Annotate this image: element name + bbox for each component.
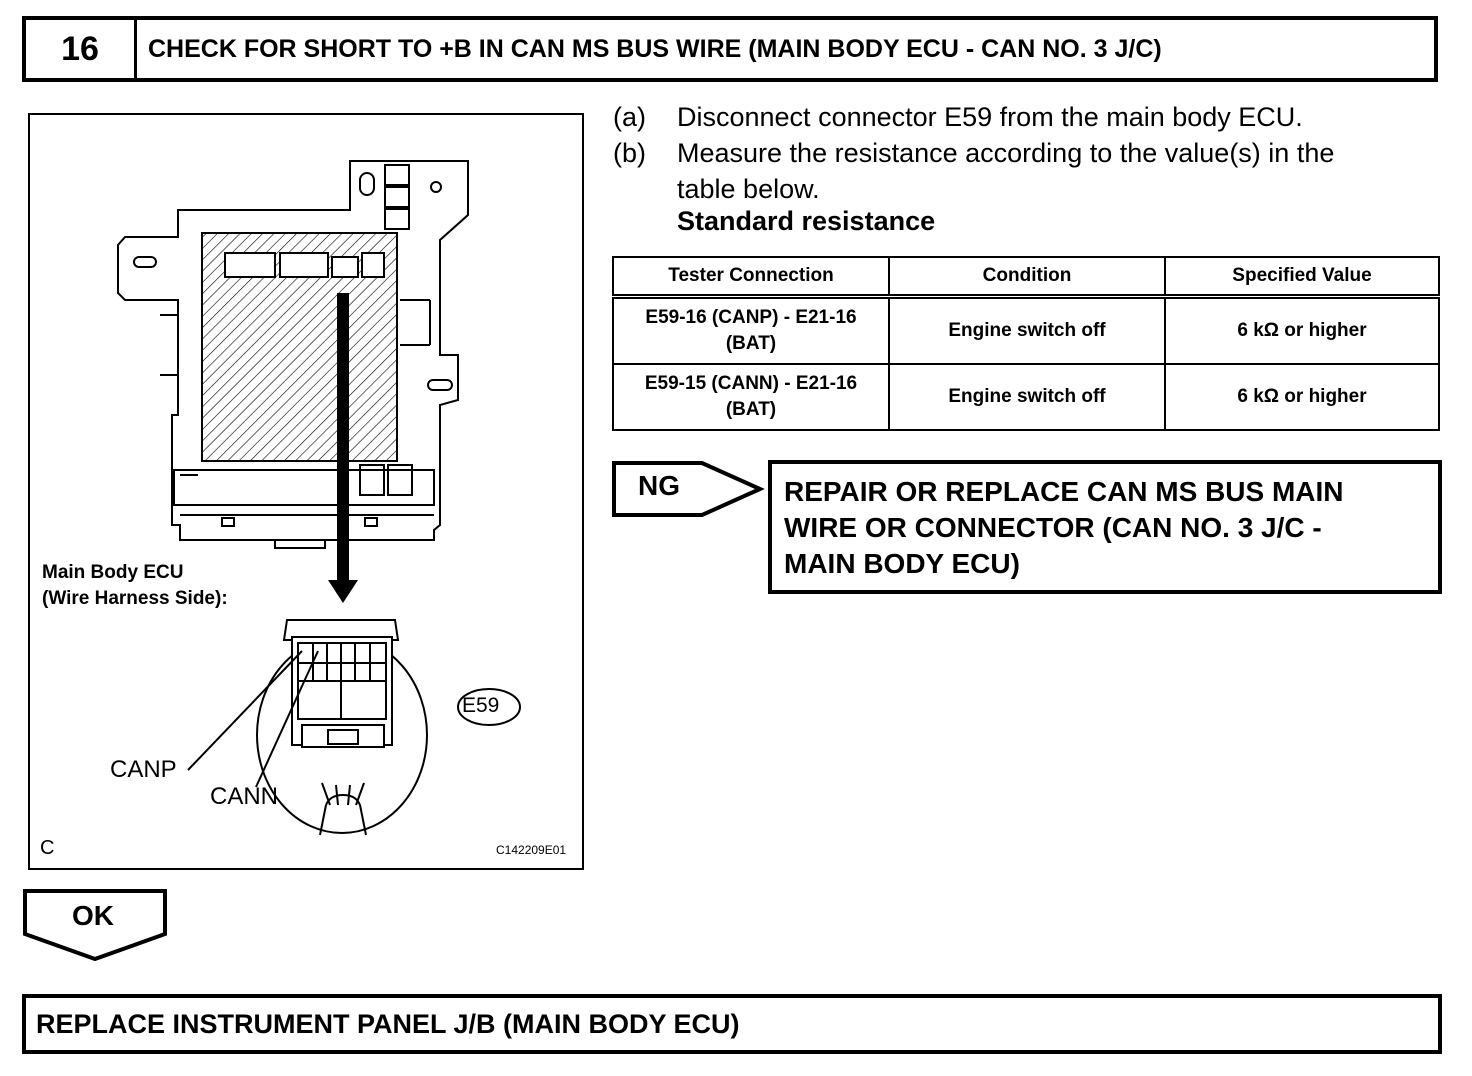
figure-code: C142209E01 — [496, 843, 567, 857]
pin-label-canp: CANP — [110, 756, 177, 783]
instruction-text: Disconnect connector E59 from the main b… — [677, 102, 1303, 132]
figure-caption-line1: Main Body ECU — [42, 562, 184, 583]
table-row: E59-15 (CANN) - E21-16(BAT) Engine switc… — [612, 363, 1440, 431]
step-number: 16 — [26, 20, 137, 78]
pin-label-cann: CANN — [210, 783, 279, 810]
instruction-text: table below. — [677, 174, 820, 204]
ng-label: NG — [638, 470, 680, 501]
instruction-marker: (a) — [613, 102, 646, 132]
column-header: Condition — [888, 256, 1166, 298]
instruction-marker: (b) — [613, 138, 646, 168]
ok-arrow-shape — [23, 889, 167, 962]
ng-arrow-shape — [612, 461, 765, 517]
column-header: Specified Value — [1164, 256, 1440, 298]
table-header-row: Tester Connection Condition Specified Va… — [612, 256, 1440, 298]
step-title: CHECK FOR SHORT TO +B IN CAN MS BUS WIRE… — [148, 34, 1162, 63]
specified-value-cell: 6 kΩ or higher — [1164, 295, 1440, 365]
ecu-connector-figure: Main Body ECU (Wire Harness Side): E59 C… — [28, 113, 584, 870]
resistance-spec-table: Tester Connection Condition Specified Va… — [612, 256, 1440, 431]
instruction-text: Measure the resistance according to the … — [677, 138, 1335, 168]
column-header: Tester Connection — [612, 256, 890, 298]
table-row: E59-16 (CANP) - E21-16(BAT) Engine switc… — [612, 295, 1440, 365]
tester-connection-cell: E59-16 (CANP) - E21-16(BAT) — [612, 295, 890, 365]
instruction-b: (b) Measure the resistance according to … — [613, 135, 1453, 207]
connector-id-label: E59 — [462, 694, 500, 717]
ok-label: OK — [72, 900, 114, 931]
specified-value-cell: 6 kΩ or higher — [1164, 363, 1440, 431]
ecu-illustration — [117, 160, 521, 836]
step-header: 16 CHECK FOR SHORT TO +B IN CAN MS BUS W… — [22, 16, 1438, 82]
ng-result-box: REPAIR OR REPLACE CAN MS BUS MAIN WIRE O… — [768, 460, 1442, 594]
condition-cell: Engine switch off — [888, 363, 1166, 431]
ng-result-text: REPAIR OR REPLACE CAN MS BUS MAIN WIRE O… — [784, 476, 1344, 579]
instruction-a: (a) Disconnect connector E59 from the ma… — [613, 99, 1433, 135]
standard-resistance-heading: Standard resistance — [677, 206, 936, 236]
condition-cell: Engine switch off — [888, 295, 1166, 365]
next-step-box: REPLACE INSTRUMENT PANEL J/B (MAIN BODY … — [22, 994, 1442, 1054]
tester-connection-cell: E59-15 (CANN) - E21-16(BAT) — [612, 363, 890, 431]
figure-corner-letter: C — [40, 837, 55, 859]
figure-caption-line2: (Wire Harness Side): — [42, 588, 228, 609]
next-step-text: REPLACE INSTRUMENT PANEL J/B (MAIN BODY … — [36, 1008, 740, 1039]
